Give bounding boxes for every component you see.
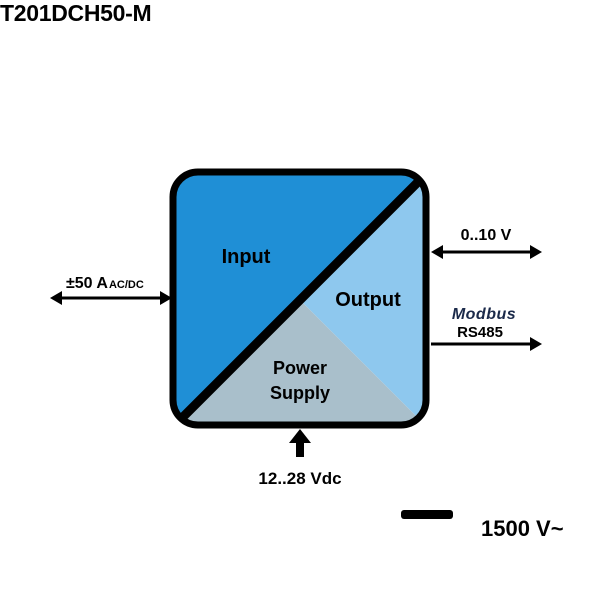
rs485-label: RS485 (457, 324, 503, 341)
input-range: ±50 A (66, 275, 108, 292)
power-supply-region (173, 300, 426, 425)
output-range-label: 0..10 V (461, 227, 512, 244)
module-block (169, 168, 430, 429)
supply-arrow (289, 429, 311, 457)
input-label: Input (222, 246, 271, 268)
power-label-line1: Power (273, 358, 327, 378)
power-label-line2: Supply (270, 383, 330, 403)
rs485-arrow (431, 337, 542, 351)
output-voltage-arrow (431, 245, 542, 259)
input-range-label: ±50 AAC/DC (66, 275, 144, 292)
isolation-label: 1500 V~ (481, 516, 564, 541)
output-label: Output (335, 289, 401, 311)
diagonal-divider (173, 172, 426, 425)
modbus-logo: Modbus (452, 306, 516, 323)
input-type: AC/DC (109, 279, 144, 291)
isolation-bar-icon (401, 510, 453, 519)
output-region (300, 172, 426, 425)
supply-voltage-label: 12..28 Vdc (258, 469, 341, 488)
input-arrow (50, 291, 172, 305)
product-title: T201DCH50-M (0, 0, 152, 26)
